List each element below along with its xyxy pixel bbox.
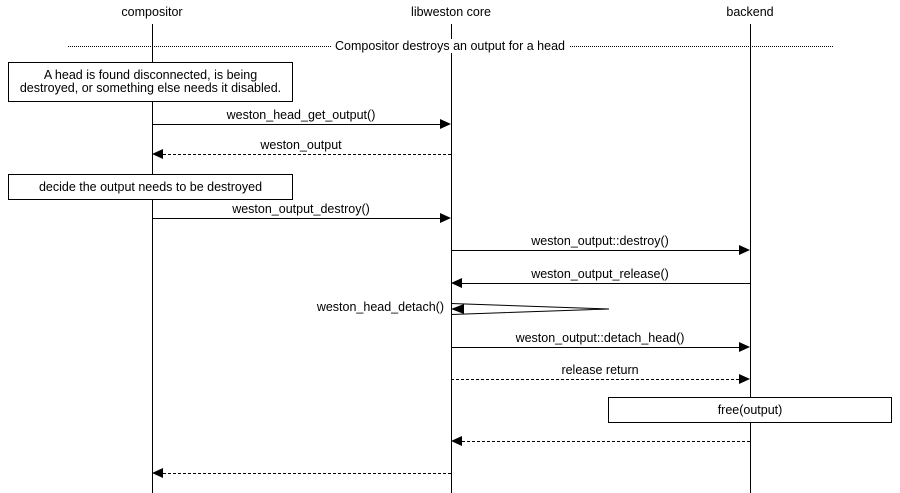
message-label-weston-output-destroy: weston_output_destroy()	[229, 202, 373, 216]
lifeline-compositor	[152, 24, 153, 493]
note-decide-destroy: decide the output needs to be destroyed	[8, 174, 293, 200]
message-label-weston-output-colon-destroy: weston_output::destroy()	[528, 234, 672, 248]
arrow-head-icon	[440, 213, 451, 223]
message-label-weston-output-detach-head: weston_output::detach_head()	[512, 331, 688, 345]
message-label-weston-output-release: weston_output_release()	[528, 267, 672, 281]
message-line-backend-return-to-core	[462, 441, 750, 442]
message-line-weston-output-destroy	[152, 218, 440, 219]
message-line-core-return-to-compositor	[163, 473, 451, 474]
arrow-head-icon	[440, 119, 451, 129]
message-line-weston-output-detach-head	[451, 347, 739, 348]
participant-libweston-core-label: libweston core	[411, 5, 491, 19]
note-head-disconnected: A head is found disconnected, is being d…	[8, 62, 293, 102]
message-label-weston-head-get-output: weston_head_get_output()	[223, 108, 379, 122]
lifeline-backend	[750, 24, 751, 493]
selfcall-weston-head-detach	[451, 300, 621, 324]
message-line-weston-output-colon-destroy	[451, 250, 739, 251]
arrow-head-icon	[152, 149, 163, 159]
message-label-weston-output-return: weston_output	[257, 138, 345, 152]
message-label-release-return: release return	[558, 363, 642, 377]
message-line-weston-output-return	[163, 154, 451, 155]
arrow-head-icon	[739, 245, 750, 255]
arrow-head-icon	[739, 374, 750, 384]
message-line-weston-output-release	[462, 283, 750, 284]
separator-label: Compositor destroys an output for a head	[331, 39, 569, 53]
lifeline-libweston-core	[451, 24, 452, 493]
message-line-release-return	[451, 379, 739, 380]
note-free-output: free(output)	[608, 397, 892, 423]
message-line-weston-head-get-output	[152, 124, 440, 125]
message-label-weston-head-detach: weston_head_detach()	[313, 300, 447, 314]
participant-compositor-label: compositor	[121, 5, 183, 19]
arrow-head-icon	[451, 278, 462, 288]
arrow-head-icon	[152, 468, 163, 478]
arrow-head-icon	[451, 436, 462, 446]
arrow-head-icon	[739, 342, 750, 352]
participant-backend-label: backend	[726, 5, 774, 19]
